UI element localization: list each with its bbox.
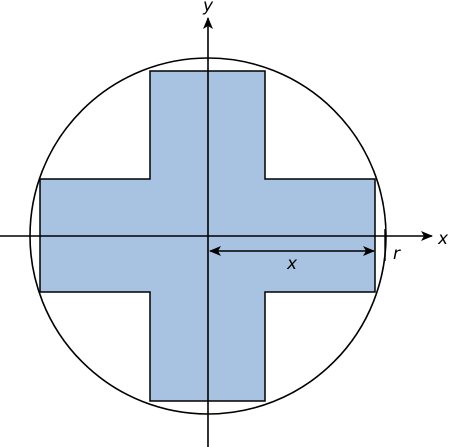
- y-axis-label: y: [202, 0, 214, 16]
- x-axis-label: x: [437, 229, 449, 249]
- radius-label: r: [393, 244, 401, 264]
- dimension-label: x: [286, 254, 298, 274]
